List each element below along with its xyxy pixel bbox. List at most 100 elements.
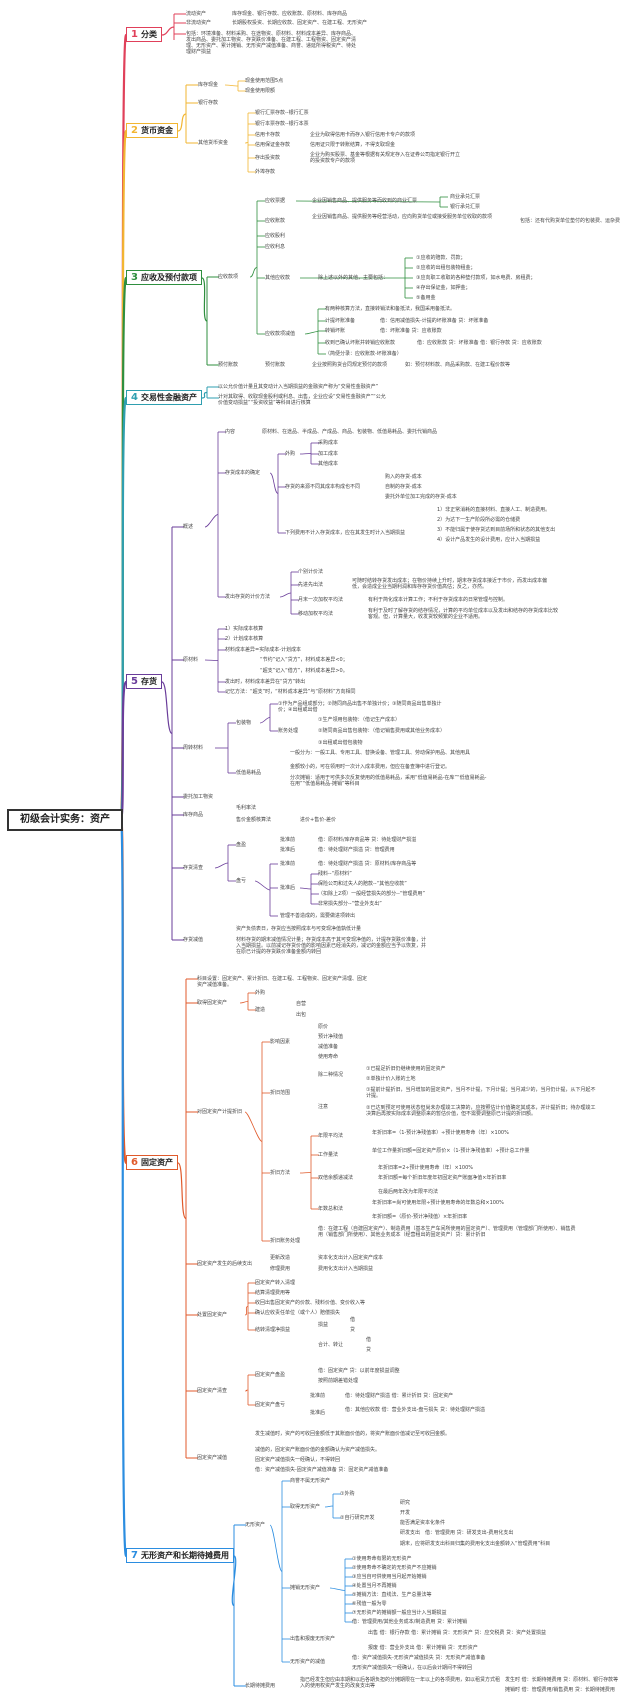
s6-note-2: ②已达到预定可使用状态但尚未办理竣工决算的，应按照估计价值确定其成本，并计提折旧…: [366, 1105, 596, 1117]
s6-impairment: 固定资产减值: [197, 1455, 228, 1461]
s7-sale-scrap: 出售和报废无形资产: [290, 1636, 336, 1642]
s5-shortage-ordinary: （扣除上2项）一般经营损失的部分--“管理费用”: [318, 891, 425, 897]
s6-count-surplus-note: 按照前期差错处理: [318, 1378, 359, 1384]
s5-gross-margin: 毛利率法: [236, 805, 257, 811]
s6-straight-line: 年限平均法: [318, 1133, 344, 1139]
s5-monthly-avg: 月末一次加权平均法: [298, 597, 344, 603]
s6-subsequent: 固定资产发生的后续支出: [197, 1261, 253, 1267]
s5-shortage: 盘亏: [236, 878, 247, 884]
s3-other-receivables-intro: 除上述以外的其他，主要包括：: [318, 275, 389, 281]
s3-prepayments-sub: 预付账款: [265, 362, 286, 368]
s5-overspend: “超支”记入“借方”，材料成本差异>0。: [260, 668, 348, 674]
s2-investment-deposit-desc: 企业为购买股票、基金等根据有关规定存入在证券公司指定银行开立的投资款专户的款项: [310, 152, 461, 164]
s6-disposal-5: 结转清理净损益: [255, 1327, 291, 1333]
s5-treatment-3: ③出租或出借包装物: [318, 740, 363, 746]
s7-acquire: 取得无形资产: [290, 1504, 321, 1510]
s3-recovery-entry: 借：应收账款 贷：坏账准备 借：银行存款 贷：应收账款: [417, 340, 542, 346]
s6-ddb-rate: 年折旧率=2÷预计使用寿命（年）×100%: [378, 1165, 474, 1171]
s6-factor-life: 使用寿命: [318, 1054, 339, 1060]
connector-line: [244, 1389, 249, 1392]
connector-line: [204, 514, 219, 528]
s3-bank-acceptance: 银行承兑汇票: [450, 204, 481, 210]
s7-research: 研究: [400, 1500, 411, 1506]
s5-contents-desc: 原材料、在途品、半成品、产成品、商品、包装物、低值易耗品、委托代销商品: [262, 429, 438, 435]
s6-self-build: 自营: [296, 1001, 307, 1007]
s6-gainloss-cr: 贷: [350, 1327, 356, 1333]
s7-sale-entry: 出售 借：银行存款 借：累计摊销 贷：无形资产 贷：应交税费 贷：资产处置损益: [368, 1630, 546, 1636]
connector-line: [299, 1172, 312, 1174]
s5-retail-method: 售价金额核算法: [236, 817, 272, 823]
s5-shortage-abnormal: 非常损失部分--“营业外支出”: [318, 901, 382, 907]
root-node: 初级会计实务：资产: [7, 809, 123, 831]
s5-low-value: 低值易耗品: [236, 770, 262, 776]
s5-cost-purchased: 购入的存货-成本: [385, 474, 422, 480]
s7-scrap-entry: 报废 借：营业外支出 借：累计摊销 贷：无形资产: [368, 1645, 478, 1651]
s5-moving-avg: 移动加权平均法: [298, 611, 334, 617]
s7-amort-7: ⑦无形资产的摊销额一般应当计入当期损益: [352, 1610, 447, 1616]
s5-shortage-before-entry: 借：待处理财产损溢 贷：原材料/库存商品等: [318, 861, 417, 867]
connector-line: [259, 717, 271, 724]
s6-factors: 影响因素: [270, 1039, 291, 1045]
s6-impairment-4: 借：资产减值损失-固定资产减值准备 贷：固定资产减值准备: [255, 1467, 389, 1473]
s7-amort-1: ①使用寿命有限的无形资产: [352, 1556, 412, 1562]
s5-cost-by-source: 存货的来源不同其成本构成也不同: [285, 484, 361, 490]
s5-surplus-after-entry: 借：待处理财产损溢 贷：管理费用: [318, 847, 395, 853]
s4-definition: 以公允价值计量且其变动计入当期损益的金融资产称为“交易性金融资产”: [218, 384, 379, 390]
s2-lc-deposit-desc: 信用证只限于转账结算，不得支取现金: [310, 142, 396, 148]
s3-other-item-4: ④存出保证金，如押金；: [416, 285, 471, 291]
s6-acquire: 取得固定资产: [197, 1000, 228, 1006]
s5-issue-transfer: 发出时，材料成本差异在“贷方”转出: [225, 679, 306, 685]
s7-ltp-amortize: 摊销时 借：管理费用/销售费用 贷：长期待摊费用: [505, 1687, 615, 1693]
s5-packaging: 包装物: [236, 720, 252, 726]
s5-low-value-small: 金额较小的，可在领用时一次计入成本费用，但应在备查簿中进行登记。: [290, 764, 451, 770]
s2-bank-draft: 银行汇票存款--银行汇票: [255, 110, 309, 116]
s6-disposal-4: 确认应收责任单位（或个人）赔偿损失: [255, 1310, 341, 1316]
s6-impairment-3: 固定资产减值损失一经确认，不得转回: [255, 1457, 341, 1463]
s5-stock-count: 存货清查: [183, 865, 204, 871]
s5-treatment-2: ②随同商品出售包装物：（借记销售费用或其他业务成本）: [318, 728, 445, 734]
s7-amort-entry: 借：管理费用/其他业务成本/制造费用 贷：累计摊销: [352, 1619, 467, 1625]
s3-dividends-receivable: 应收股利: [265, 233, 286, 239]
connector-line: [224, 84, 239, 87]
s7-amort-6: ⑥残值一般为零: [352, 1601, 387, 1607]
s5-treatment-1: ①生产领用包装物：（借记生产成本）: [318, 717, 400, 723]
s1-noncurrent-assets: 非流动资产: [186, 20, 212, 26]
s5-turnover-materials: 周转材料: [183, 745, 204, 751]
s7-impairment-entry: 借：资产减值损失-无形资产减值损失 贷：无形资产减值准备: [352, 1655, 486, 1661]
s2-cash-range: 现金使用范围5点: [245, 78, 284, 84]
s6-note-1: ①提前计提折旧，当月增加的固定资产，当月不计提，下月计提；当月减少的，当月仍计提…: [366, 1087, 596, 1099]
connector-line: [239, 1001, 249, 1004]
s5-surplus-before: 批准前: [280, 837, 296, 843]
connector-line: [161, 681, 173, 735]
s6-dep-entry: 折旧账务处理: [270, 1238, 301, 1244]
connector-line: [244, 142, 249, 144]
s6-depreciation: 对固定资产计提折旧: [197, 1109, 243, 1115]
s6-accounts: 科目设置：固定资产、累计折旧、在建工程、工程物资、固定资产清理、固定资产减值准备…: [197, 976, 368, 988]
s1-current-assets-desc: 库存现金、银行存款、应收账款、原材料、库存商品: [232, 11, 348, 17]
s6-disposal-1: 固定资产转入清理: [255, 1280, 296, 1286]
s7-impairment: 无形资产的减值: [290, 1659, 326, 1665]
connector-line: [214, 862, 229, 869]
s5-memory-tip: 记忆方法：“超支”时，“材料成本差异”与“原材料”方向相同: [225, 689, 356, 695]
s6-factor-cost: 原价: [318, 1024, 329, 1030]
s5-cost-determination: 存货成本的确定: [225, 470, 261, 476]
s3-prepayments-desc: 企业按照购货合同规定预付的款项: [312, 362, 388, 368]
connector-line: [201, 277, 208, 322]
s3-other-item-1: ①应收的赔款、罚款；: [416, 255, 466, 261]
connector-line: [201, 391, 208, 399]
s6-exception-2: ②单独计价入账的土地: [366, 1076, 416, 1082]
s7-rnd-expense: 研发支出: [400, 1530, 421, 1536]
s6-exceptions: 除二种情况: [318, 1072, 344, 1078]
s6-exception-1: ①已提足折旧仍继续使用的固定资产: [366, 1066, 446, 1072]
s6-shortage-after-entry: 借：其他应收款 借：营业外支出-盘亏损失 贷：待处理财产损溢: [345, 1407, 485, 1413]
s5-moving-avg-desc: 有利于及时了解存货的结存情况，计算的平均单位成本以及发出和结存的存货成本比较客观…: [368, 608, 559, 620]
s5-shortage-after: 批准后: [280, 885, 296, 891]
connector-line: [177, 1162, 187, 1220]
s3-bad-debt-provision-entry: 借：信用减值损失-计提的坏账准备 贷：坏账准备: [380, 318, 489, 324]
s6-syd-rate: 年折旧率=尚可使用年限÷预计使用寿命的年数总和×100%: [372, 1200, 504, 1206]
connector-line: [249, 267, 258, 278]
